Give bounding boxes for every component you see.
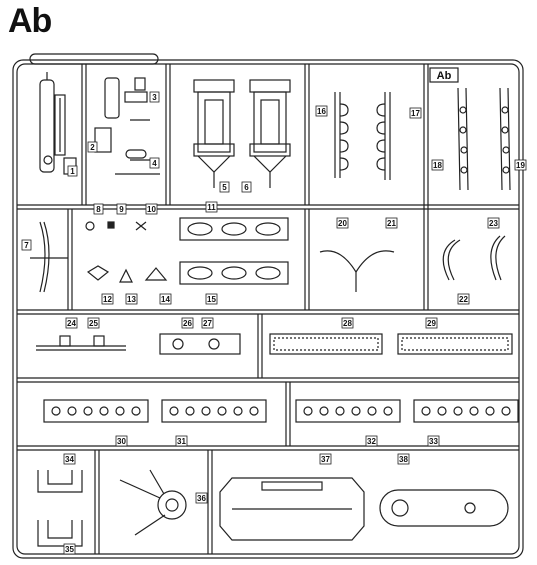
part-label: 17 [411, 109, 420, 118]
part-label: 10 [147, 205, 156, 214]
part-30 [43, 399, 149, 423]
part-label: 34 [65, 455, 74, 464]
part-19 [499, 87, 511, 191]
part-11 [179, 217, 289, 241]
part-6 [249, 79, 291, 188]
part-34 [37, 470, 83, 493]
part-label: 19 [516, 161, 525, 170]
part-label: 38 [399, 455, 408, 464]
parts-8-10 [85, 221, 147, 231]
part-15 [179, 261, 289, 285]
parts-12-14 [86, 265, 168, 283]
part-17 [376, 92, 391, 180]
part-label: 7 [24, 241, 29, 250]
part-label: 35 [65, 545, 74, 554]
part-label: 8 [96, 205, 101, 214]
part-18 [457, 87, 469, 191]
part-label: 23 [489, 219, 498, 228]
part-33 [413, 399, 519, 423]
part-label: 3 [152, 93, 157, 102]
part-label: 27 [203, 319, 212, 328]
part-label: 36 [197, 494, 206, 503]
part-31 [161, 399, 267, 423]
part-22 [442, 239, 461, 281]
sprue-title: Ab [8, 2, 52, 40]
part-label: 12 [103, 295, 112, 304]
part-label: 20 [338, 219, 347, 228]
parts-20-21 [319, 250, 395, 292]
part-label: 31 [177, 437, 186, 446]
part-label: 26 [183, 319, 192, 328]
part-labels: 1 2 3 4 5 6 7 8 9 10 11 12 13 14 15 16 1… [21, 70, 527, 555]
part-29 [397, 333, 513, 355]
part-label: 1 [70, 167, 75, 176]
part-label: 32 [367, 437, 376, 446]
part-23 [490, 235, 506, 281]
corner-label: Ab [437, 70, 452, 82]
part-label: 25 [89, 319, 98, 328]
sprue-frame [12, 59, 524, 559]
part-label: 29 [427, 319, 436, 328]
part-label: 21 [387, 219, 396, 228]
part-32 [295, 399, 401, 423]
part-36 [119, 469, 187, 536]
part-7 [30, 221, 68, 293]
part-label: 18 [433, 161, 442, 170]
part-5 [193, 79, 235, 188]
part-label: 28 [343, 319, 352, 328]
part-label: 6 [244, 183, 249, 192]
part-37 [219, 477, 365, 541]
parts-26-27 [159, 333, 241, 355]
part-label: 16 [317, 107, 326, 116]
part-label: 5 [222, 183, 227, 192]
part-label: 15 [207, 295, 216, 304]
part-label: 2 [90, 143, 95, 152]
part-label: 14 [161, 295, 170, 304]
parts-24-25 [36, 335, 126, 351]
part-2-3-4 [94, 77, 160, 175]
part-1 [39, 72, 77, 175]
part-38 [379, 489, 509, 527]
part-label: 33 [429, 437, 438, 446]
part-label: 24 [67, 319, 76, 328]
part-16 [334, 92, 349, 178]
part-label: 22 [459, 295, 468, 304]
sprue-grip [29, 53, 159, 65]
part-label: 11 [207, 203, 216, 212]
part-label: 9 [119, 205, 124, 214]
part-35 [37, 520, 83, 547]
part-label: 30 [117, 437, 126, 446]
part-label: 37 [321, 455, 330, 464]
part-28 [269, 333, 383, 355]
sprue-frame-inner [16, 63, 520, 555]
part-label: 4 [152, 159, 157, 168]
part-label: 13 [127, 295, 136, 304]
